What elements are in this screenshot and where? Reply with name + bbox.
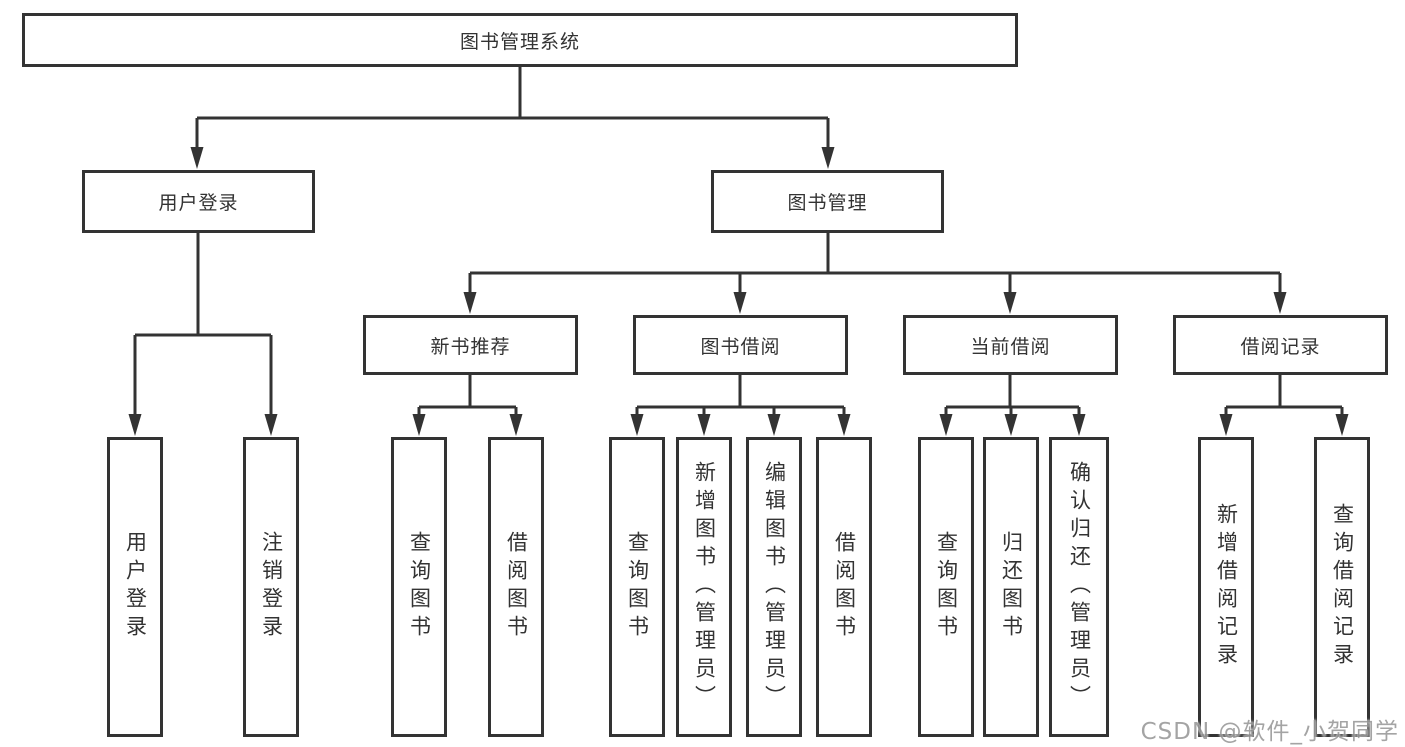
leaf-add-book-admin: 新增图书（管理员） bbox=[676, 437, 732, 737]
leaf-edit-book-admin: 编辑图书（管理员） bbox=[746, 437, 802, 737]
node-root-label: 图书管理系统 bbox=[459, 30, 580, 53]
node-new-book-recommend-label: 新书推荐 bbox=[430, 335, 511, 358]
node-borrow-records-label: 借阅记录 bbox=[1240, 335, 1321, 358]
leaf-query-books-recommend: 查询图书 bbox=[391, 437, 447, 737]
leaf-borrow-books: 借阅图书 bbox=[816, 437, 872, 737]
leaf-query-books-borrow: 查询图书 bbox=[609, 437, 665, 737]
csdn-watermark: CSDN @软件_小贺同学 bbox=[1140, 719, 1399, 745]
node-user-login-label: 用户登录 bbox=[158, 192, 239, 214]
leaf-user-login: 用户登录 bbox=[107, 437, 163, 737]
leaf-query-books-current-label: 查询图书 bbox=[934, 531, 959, 643]
leaf-logout: 注销登录 bbox=[243, 437, 299, 737]
leaf-add-book-admin-label: 新增图书（管理员） bbox=[692, 461, 717, 713]
leaf-query-borrow-record: 查询借阅记录 bbox=[1314, 437, 1370, 737]
leaf-user-login-label: 用户登录 bbox=[123, 531, 148, 643]
leaf-edit-book-admin-label: 编辑图书（管理员） bbox=[762, 461, 787, 713]
node-book-management: 图书管理 bbox=[711, 170, 944, 233]
leaf-borrow-books-label: 借阅图书 bbox=[832, 531, 857, 643]
leaf-add-borrow-record-label: 新增借阅记录 bbox=[1214, 503, 1239, 671]
node-root: 图书管理系统 bbox=[22, 13, 1018, 67]
leaf-query-books-recommend-label: 查询图书 bbox=[407, 531, 432, 643]
node-book-management-label: 图书管理 bbox=[787, 192, 868, 214]
leaf-confirm-return-admin: 确认归还（管理员） bbox=[1049, 437, 1109, 737]
leaf-return-book-label: 归还图书 bbox=[999, 531, 1024, 643]
leaf-add-borrow-record: 新增借阅记录 bbox=[1198, 437, 1254, 737]
node-new-book-recommend: 新书推荐 bbox=[363, 315, 578, 375]
node-user-login: 用户登录 bbox=[82, 170, 315, 233]
leaf-return-book: 归还图书 bbox=[983, 437, 1039, 737]
leaf-query-books-borrow-label: 查询图书 bbox=[625, 531, 650, 643]
node-current-borrow: 当前借阅 bbox=[903, 315, 1118, 375]
node-book-borrow: 图书借阅 bbox=[633, 315, 848, 375]
leaf-borrow-books-recommend-label: 借阅图书 bbox=[504, 531, 529, 643]
leaf-query-books-current: 查询图书 bbox=[918, 437, 974, 737]
node-book-borrow-label: 图书借阅 bbox=[700, 335, 781, 358]
leaf-confirm-return-admin-label: 确认归还（管理员） bbox=[1067, 461, 1092, 713]
leaf-logout-label: 注销登录 bbox=[259, 531, 284, 643]
node-current-borrow-label: 当前借阅 bbox=[970, 335, 1051, 358]
leaf-query-borrow-record-label: 查询借阅记录 bbox=[1330, 503, 1355, 671]
leaf-borrow-books-recommend: 借阅图书 bbox=[488, 437, 544, 737]
node-borrow-records: 借阅记录 bbox=[1173, 315, 1388, 375]
